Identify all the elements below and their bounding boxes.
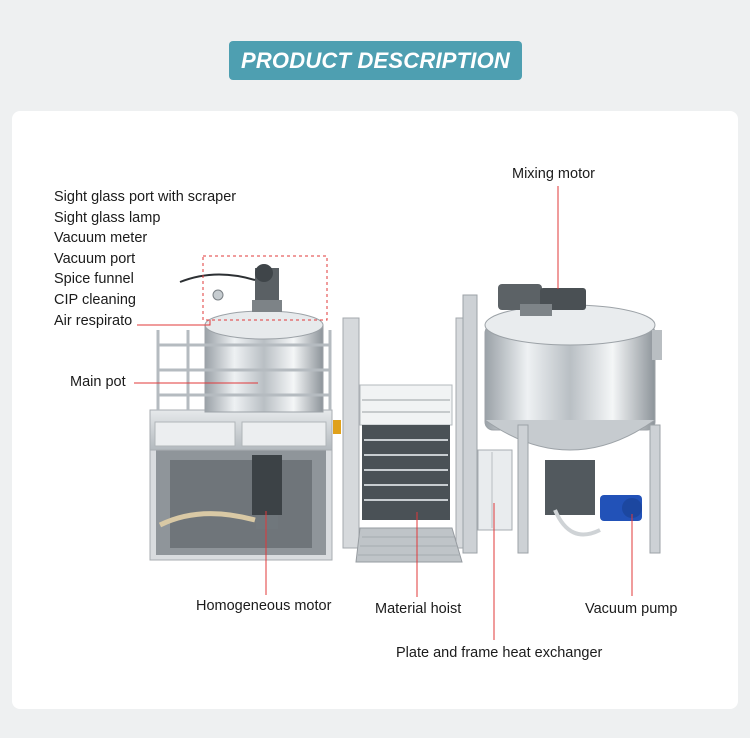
mixing-tank-unit [463,284,662,553]
label-spice-funnel: Spice funnel [54,269,236,290]
label-vacuum-pump: Vacuum pump [585,601,677,618]
label-cip-cleaning: CIP cleaning [54,290,236,311]
label-air-respirato: Air respirato [54,311,236,332]
label-mixing-motor: Mixing motor [512,166,595,183]
label-main-pot: Main pot [70,374,126,391]
label-sight-glass-lamp: Sight glass lamp [54,208,236,229]
label-homogeneous-motor: Homogeneous motor [196,598,331,615]
label-material-hoist: Material hoist [375,601,461,618]
fittings-label-list: Sight glass port with scraper Sight glas… [54,187,236,331]
label-vacuum-meter: Vacuum meter [54,228,236,249]
label-heat-exchanger: Plate and frame heat exchanger [396,645,602,662]
material-hoist-unit [333,318,472,562]
label-sight-glass-port: Sight glass port with scraper [54,187,236,208]
label-vacuum-port: Vacuum port [54,249,236,270]
